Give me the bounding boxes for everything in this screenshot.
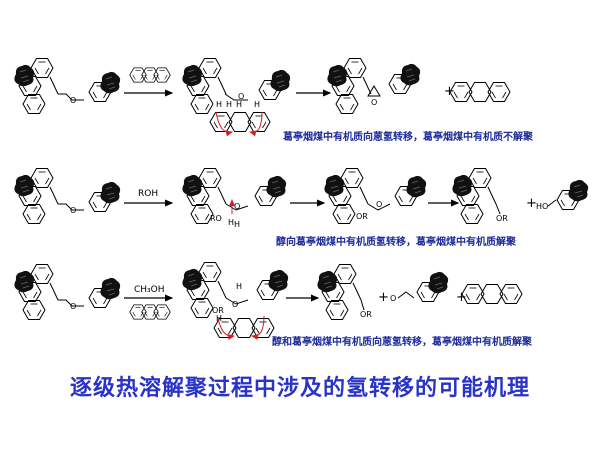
row3-product [317, 265, 365, 320]
row2-caption: 醇向葛亭烟煤中有机质氢转移，葛亭烟煤中有机质解聚 [276, 237, 516, 248]
row1-h-atom-2: H [226, 100, 233, 109]
row1-dihydroanthracene-product [450, 83, 510, 102]
row3-plus-1: + [378, 290, 389, 305]
row1-anthracene-reagent [130, 68, 171, 82]
row3-reagent-label: CH₃OH [134, 285, 165, 295]
row2-ro-group: RO [210, 214, 222, 223]
row3-h-atom-1: H [236, 282, 243, 291]
row2-reactant-oxygen: O [70, 206, 77, 215]
row1-reactant [14, 59, 120, 114]
row3-h-atom-2: H [216, 314, 223, 323]
row3-intermediate [182, 263, 288, 340]
row3-anthracene-reagent [130, 305, 171, 319]
row3-or-group: OR [212, 306, 224, 315]
row1-intermediate-oxygen: O [238, 92, 245, 101]
row1-caption: 葛亭烟煤中有机质向蒽氢转移，葛亭烟煤中有机质不解聚 [283, 132, 533, 143]
row1-h-atom-1: H [216, 100, 223, 109]
row2-intermediate-oxygen: O [234, 202, 241, 211]
row1-epoxide-product [327, 59, 420, 114]
page-title: 逐级热溶解聚过程中涉及的氢转移的可能机理 [69, 376, 530, 401]
row2-int2-oxygen: O [376, 200, 383, 209]
row2-reactant [14, 169, 120, 224]
row2-product-or-group: OR [496, 214, 508, 223]
row3-aldehyde-product [397, 272, 448, 302]
row1-h-atom-3: H [236, 100, 243, 109]
row2-phenol-ho: HO [536, 202, 549, 211]
row2-reagent-label: ROH [138, 189, 159, 199]
row2-phenol-product [547, 180, 588, 210]
row3-product-or-group: OR [360, 310, 372, 319]
row3-caption: 醇和葛亭烟煤中有机质向蒽氢转移，葛亭烟煤中有机质解聚 [272, 337, 532, 348]
row2-plus: + [526, 196, 537, 211]
row2-intermediate-2 [324, 169, 426, 224]
row2-int2-or-group: OR [356, 212, 368, 221]
row3-intermediate-oxygen: O [232, 300, 239, 309]
row1-h-atom-4: H [254, 100, 261, 109]
row2-product [452, 169, 501, 224]
row3-dihydroanthracene-product [462, 285, 522, 304]
row1-intermediate [182, 59, 290, 137]
row1-epoxide-oxygen: O [371, 98, 378, 107]
row3-reactant-oxygen: O [70, 302, 77, 311]
row1-reactant-oxygen: O [70, 96, 77, 105]
row3-aldehyde-oxygen: O [390, 294, 397, 303]
row2-h-atom: H [228, 218, 235, 227]
row3-reactant [14, 265, 120, 320]
row1-plus: + [444, 84, 455, 99]
row2-intermediate [182, 169, 286, 224]
row2-h-atom-2: H [234, 220, 241, 229]
row3-plus-2: + [456, 290, 467, 305]
